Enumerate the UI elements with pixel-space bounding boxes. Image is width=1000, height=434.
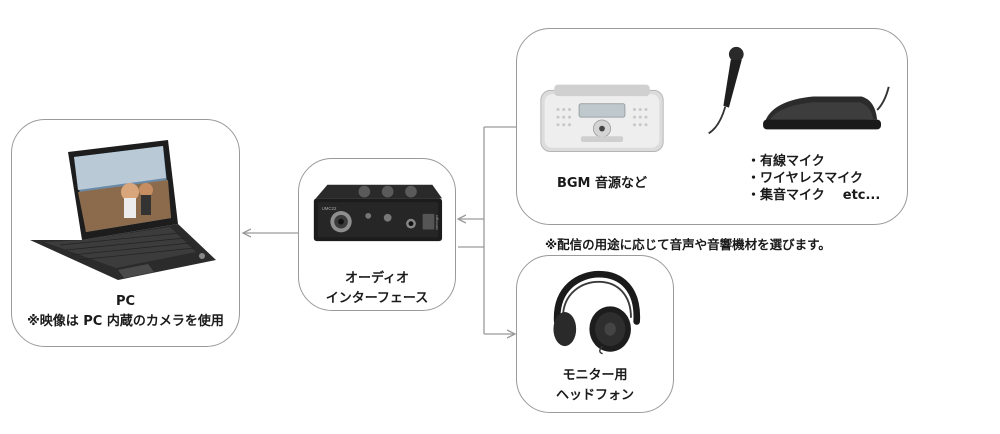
audio-sources-box: BGM 音源など ・有線マイク ・ワイヤレスマイク ・集音マイク etc...: [516, 28, 908, 225]
boundary-microphone-image: [763, 86, 890, 130]
interface-label-line1: オーディオ: [344, 271, 410, 286]
interface-brand-text: behringer: [435, 214, 439, 229]
mic-etc: etc...: [842, 188, 881, 203]
interface-label-line2: インターフェース: [325, 291, 429, 306]
handheld-microphone-image: [708, 46, 744, 135]
headphones-image: [553, 270, 640, 355]
mic-item-boundary: ・集音マイク: [747, 188, 825, 203]
mic-item-wireless: ・ワイヤレスマイク: [747, 171, 863, 186]
bgm-label: BGM 音源など: [556, 176, 648, 191]
mic-item-wired: ・有線マイク: [747, 154, 825, 169]
monitor-headphones-box: モニター用 ヘッドフォン: [516, 255, 674, 413]
pc-box: PC ※映像は PC 内蔵のカメラを使用: [11, 119, 240, 347]
audio-interface-image: UMC22 behringer: [313, 184, 443, 242]
laptop-image: [30, 140, 216, 280]
cd-radio-image: [540, 84, 664, 153]
microphone-list: ・有線マイク ・ワイヤレスマイク ・集音マイク etc...: [747, 153, 880, 204]
pc-note: ※映像は PC 内蔵のカメラを使用: [27, 314, 224, 329]
interface-model-text: UMC22: [322, 206, 337, 211]
audio-interface-box: UMC22 behringer オーディオ インターフェース: [298, 158, 456, 311]
monitor-label-line1: モニター用: [562, 368, 628, 383]
pc-label: PC: [115, 294, 136, 309]
monitor-label-line2: ヘッドフォン: [555, 388, 634, 403]
sources-note: ※配信の用途に応じて音声や音響機材を選びます。: [545, 237, 831, 252]
